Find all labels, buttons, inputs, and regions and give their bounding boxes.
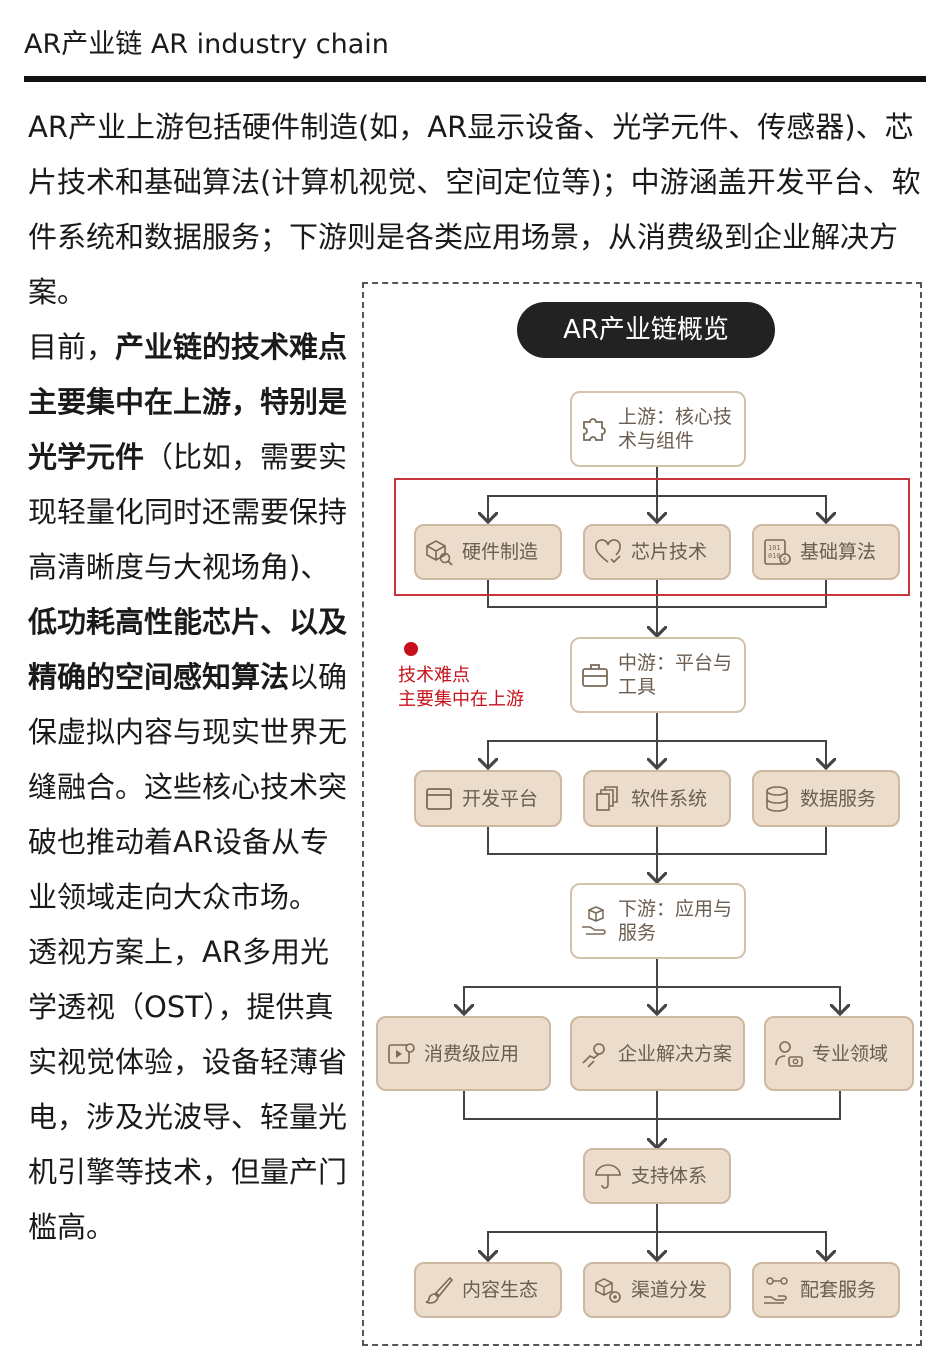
body-bold-1: 产业链的技术难点主要集中在上游，特别是光学元件 (28, 330, 348, 474)
diagram-title: AR产业链概览 (517, 302, 775, 358)
svg-text:101: 101 (768, 544, 781, 552)
brush-icon (425, 1276, 454, 1304)
body-text-2: （比如，需要实现轻量化同时还需要保持高清晰度与大视场角)、 (28, 440, 348, 584)
stage-downstream-label: 下游：应用与服务 (618, 898, 733, 944)
person-camera-icon (775, 1040, 803, 1067)
node-professional-label: 专业领域 (812, 1042, 889, 1065)
body-text-3: 以确保虚拟内容与现实世界无缝融合。这些核心技术突破也推动着AR设备从专业领域走向… (28, 660, 348, 914)
node-content: 内容生态 (414, 1262, 562, 1318)
node-data-service: 数据服务 (752, 770, 900, 827)
highlight-box (394, 478, 910, 596)
node-content-label: 内容生态 (462, 1279, 539, 1301)
node-dev-platform: 开发平台 (414, 770, 562, 827)
node-dev-platform-label: 开发平台 (462, 787, 539, 810)
header-divider (24, 76, 926, 82)
svg-text:010: 010 (768, 552, 781, 560)
database-icon (766, 785, 788, 812)
umbrella-icon (595, 1164, 621, 1189)
cube-gear-icon (595, 1278, 621, 1303)
body-paragraph: 目前，产业链的技术难点主要集中在上游，特别是光学元件（比如，需要实现轻量化同时还… (28, 320, 348, 1255)
body-bold-2: 低功耗高性能芯片、以及精确的空间感知算法 (28, 605, 348, 694)
svg-text:$: $ (783, 556, 787, 564)
page-title: AR产业链 AR industry chain (24, 29, 389, 60)
node-support: 支持体系 (583, 1148, 731, 1204)
intro-paragraph: AR产业上游包括硬件制造(如，AR显示设备、光学元件、传感器)、芯片技术和基础算… (28, 110, 921, 309)
puzzle-icon (583, 418, 606, 441)
body-text-4: 透视方案上，AR多用光学透视（OST），提供真实视觉体验，设备轻薄省电，涉及光波… (28, 935, 348, 1244)
stage-midstream-label: 中游：平台与工具 (618, 652, 733, 698)
stage-downstream: 下游：应用与服务 (570, 883, 746, 959)
node-enterprise: 企业解决方案 (570, 1016, 745, 1091)
node-software-label: 软件系统 (631, 787, 708, 810)
node-algorithm-label: 基础算法 (800, 541, 877, 563)
heart-check-icon (595, 539, 621, 564)
briefcase-icon (582, 664, 608, 687)
node-ancillary: 配套服务 (752, 1262, 900, 1318)
node-consumer-app: 消费级应用 (376, 1016, 551, 1091)
node-hardware: 硬件制造 (414, 524, 562, 580)
cube-search-icon (426, 540, 453, 566)
layers-icon (596, 785, 618, 811)
node-professional: 专业领域 (764, 1016, 914, 1091)
node-ancillary-label: 配套服务 (800, 1279, 877, 1301)
hand-network-icon (764, 1277, 788, 1304)
body-text-1: 目前， (28, 330, 116, 364)
node-chip: 芯片技术 (583, 524, 731, 580)
node-distribution-label: 渠道分发 (631, 1279, 708, 1301)
node-chip-label: 芯片技术 (631, 541, 708, 563)
node-consumer-app-label: 消费级应用 (424, 1042, 520, 1065)
video-gear-icon (388, 1042, 415, 1064)
node-support-label: 支持体系 (631, 1165, 708, 1187)
stage-upstream: 上游：核心技术与组件 (570, 391, 746, 467)
browser-window-icon (426, 787, 452, 810)
node-distribution: 渠道分发 (583, 1262, 731, 1318)
note-dot (404, 642, 418, 656)
stage-midstream: 中游：平台与工具 (570, 637, 746, 713)
node-data-service-label: 数据服务 (800, 787, 877, 810)
node-software: 软件系统 (583, 770, 731, 827)
node-enterprise-label: 企业解决方案 (618, 1042, 733, 1065)
box-hand-icon (582, 906, 606, 935)
node-hardware-label: 硬件制造 (462, 541, 539, 563)
difficulty-note: 技术难点 主要集中在上游 (398, 665, 524, 710)
connector-lines (364, 467, 924, 1348)
handshake-gear-icon (582, 1042, 605, 1068)
stage-upstream-label: 上游：核心技术与组件 (618, 406, 733, 452)
